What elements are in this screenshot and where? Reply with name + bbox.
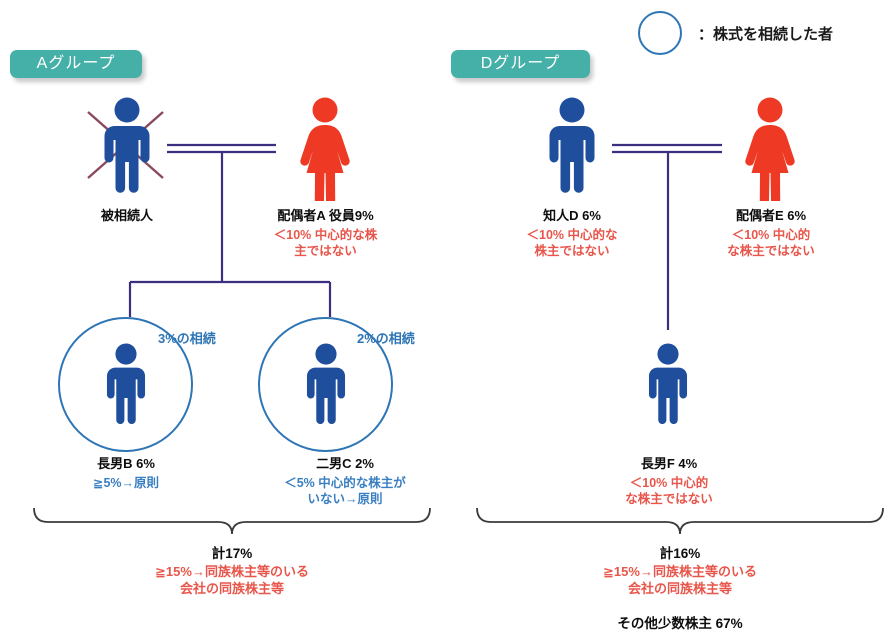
legend-circle-icon — [638, 11, 682, 55]
summary-group-a: 計17% ≧15%→同族株主等のいる 会社の同族株主等 — [112, 545, 352, 597]
acquaintance-d-note-line2: 株主ではない — [534, 243, 610, 258]
label-spouse-e: 配偶者E 6% ＜10% 中心的 な株主ではない — [700, 208, 842, 259]
female-figure-spouse-a-icon — [300, 97, 350, 201]
spouse-e-name: 配偶者E 6% — [735, 208, 807, 223]
group-badge-a[interactable]: Aグループ — [10, 50, 142, 78]
summary-d-total: 計16% — [659, 546, 701, 561]
label-decedent: 被相続人 — [47, 208, 207, 225]
spouse-a-note-line1: ＜10% 中心的な株 — [273, 227, 378, 242]
inherit-note-b: 3%の相続 — [158, 331, 216, 346]
child-b-name: 長男B 6% — [97, 456, 155, 471]
summary-a-detail-line2: 会社の同族株主等 — [179, 580, 284, 596]
label-child-f: 長男F 4% ＜10% 中心的 な株主ではない — [598, 456, 740, 507]
brace-group-a — [33, 507, 431, 535]
summary-d-detail-line2: 会社の同族株主等 — [627, 580, 732, 596]
group-badge-d[interactable]: Dグループ — [451, 50, 590, 78]
acquaintance-d-name: 知人D 6% — [543, 208, 601, 223]
label-spouse-a: 配偶者A 役員9% ＜10% 中心的な株 主ではない — [243, 208, 408, 259]
spouse-e-note-line1: ＜10% 中心的 — [731, 227, 811, 242]
legend-label: ：株式を相続した者 — [698, 26, 834, 43]
male-figure-acquaintance-d-icon — [549, 97, 595, 193]
female-figure-spouse-e-icon — [745, 97, 795, 201]
decedent-name: 被相続人 — [100, 208, 153, 223]
label-child-c: 二男C 2% ＜5% 中心的な株主が いない→原則 — [245, 456, 445, 507]
child-b-note-line1: ≧5%→原則 — [92, 475, 160, 490]
spouse-a-note-line2: 主ではない — [294, 243, 357, 258]
child-c-note-line1: ＜5% 中心的な株主が — [284, 475, 406, 490]
summary-a-detail-line1: ≧15%→同族株主等のいる — [155, 563, 309, 579]
child-c-note-line2: いない→原則 — [307, 491, 383, 506]
acquaintance-d-note-line1: ＜10% 中心的な — [526, 227, 618, 242]
male-figure-child-c-icon — [306, 343, 346, 425]
child-c-name: 二男C 2% — [316, 456, 374, 471]
spouse-a-name: 配偶者A 役員9% — [277, 208, 374, 223]
heir-circle-c — [258, 317, 393, 452]
inherit-note-c: 2%の相続 — [357, 331, 415, 346]
male-figure-child-f-icon — [648, 343, 688, 425]
brace-group-d — [476, 507, 884, 535]
label-child-b: 長男B 6% ≧5%→原則 — [55, 456, 197, 491]
summary-d-detail-line1: ≧15%→同族株主等のいる — [603, 563, 757, 579]
male-figure-child-b-icon — [106, 343, 146, 425]
summary-group-d: 計16% ≧15%→同族株主等のいる 会社の同族株主等 — [560, 545, 800, 597]
minority-shareholders-label: その他少数株主 67% — [617, 616, 743, 631]
male-figure-decedent-icon — [104, 97, 150, 193]
child-f-note-line2: な株主ではない — [625, 491, 713, 506]
heir-circle-b — [58, 317, 193, 452]
child-f-note-line1: ＜10% 中心的 — [629, 475, 709, 490]
summary-a-total: 計17% — [211, 546, 253, 561]
spouse-e-note-line2: な株主ではない — [727, 243, 815, 258]
label-acquaintance-d: 知人D 6% ＜10% 中心的な 株主ではない — [492, 208, 652, 259]
child-f-name: 長男F 4% — [640, 456, 698, 471]
